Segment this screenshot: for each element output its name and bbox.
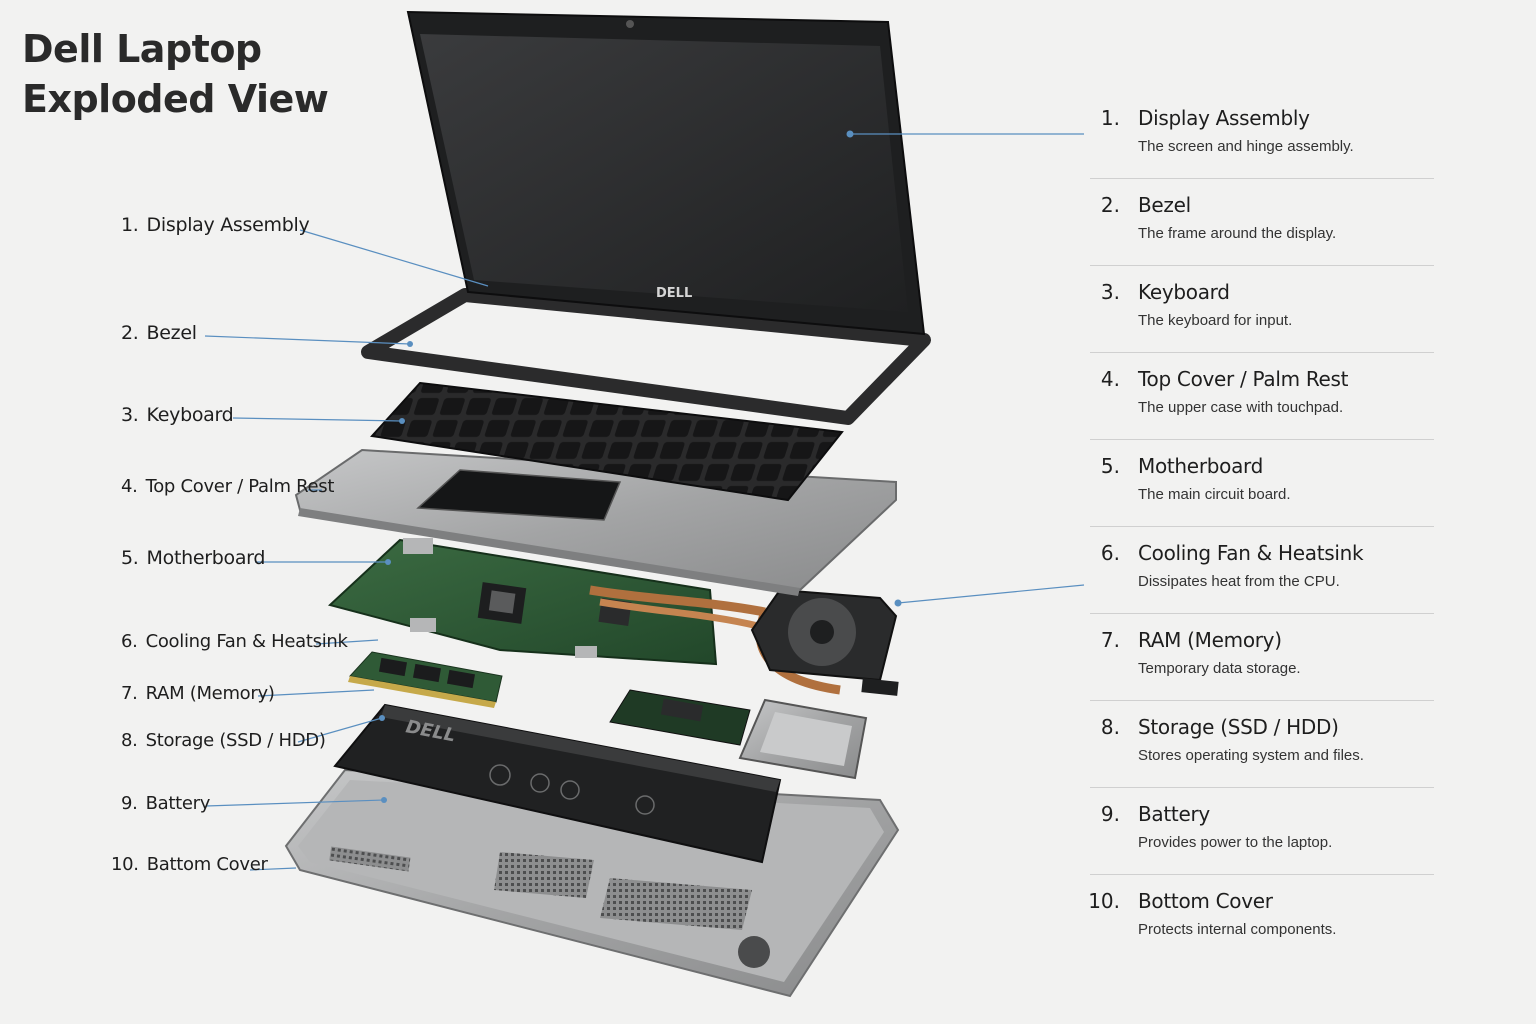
storage-ssd	[609, 689, 868, 780]
left-label-10: 10.Battom Cover	[111, 854, 268, 875]
left-label-2: 2.Bezel	[121, 322, 197, 344]
legend-title: Storage (SSD / HDD)	[1138, 715, 1339, 739]
left-label-3: 3.Keyboard	[121, 404, 234, 426]
left-label-5: 5.Motherboard	[121, 547, 266, 569]
ram-module	[348, 651, 503, 708]
legend-title: Display Assembly	[1138, 106, 1310, 130]
legend-number: 8.	[1100, 715, 1120, 739]
legend-number: 4.	[1100, 367, 1120, 391]
legend-description: Temporary data storage.	[1138, 660, 1301, 677]
left-label-8: 8.Storage (SSD / HDD)	[121, 730, 326, 751]
legend-description: Protects internal components.	[1138, 921, 1337, 938]
legend-item-7: 7. RAM (Memory) Temporary data storage.	[1090, 614, 1434, 701]
leader-line-6	[315, 639, 379, 645]
leader-lines	[204, 133, 1085, 871]
leader-line-2	[204, 335, 411, 345]
legend-description: Provides power to the laptop.	[1138, 834, 1333, 851]
legend-title: Top Cover / Palm Rest	[1138, 367, 1349, 391]
legend-description: The keyboard for input.	[1138, 312, 1293, 329]
title-line-1: Dell Laptop	[22, 27, 262, 71]
legend-number: 7.	[1100, 628, 1120, 652]
left-label-4: 4.Top Cover / Palm Rest	[121, 476, 335, 497]
leader-line-3	[232, 417, 403, 422]
legend-description: The frame around the display.	[1138, 225, 1337, 242]
legend-item-1: 1. Display Assembly The screen and hinge…	[1090, 92, 1434, 179]
title-line-2: Exploded View	[22, 77, 329, 121]
legend-item-5: 5. Motherboard The main circuit board.	[1090, 440, 1434, 527]
cooling-fan-heatsink	[589, 585, 899, 696]
bezel	[361, 288, 931, 425]
battery: DELL	[333, 703, 782, 864]
legend-title: Bezel	[1138, 193, 1191, 217]
leader-dots	[379, 130, 902, 803]
legend-description: Stores operating system and files.	[1138, 747, 1364, 764]
screen-dell-logo: DELL	[656, 286, 692, 301]
leader-line-right-6	[897, 584, 1085, 604]
legend-number: 2.	[1100, 193, 1120, 217]
legend-item-9: 9. Battery Provides power to the laptop.	[1090, 788, 1434, 875]
legend-item-6: 6. Cooling Fan & Heatsink Dissipates hea…	[1090, 527, 1434, 614]
legend-number: 6.	[1100, 541, 1120, 565]
leader-line-10	[249, 867, 297, 871]
left-label-9: 9.Battery	[121, 793, 211, 814]
legend-title: RAM (Memory)	[1138, 628, 1282, 652]
legend-title: Keyboard	[1138, 280, 1230, 304]
legend-item-4: 4. Top Cover / Palm Rest The upper case …	[1090, 353, 1434, 440]
motherboard	[327, 538, 718, 666]
legend-item-10: 10. Bottom Cover Protects internal compo…	[1088, 875, 1434, 961]
leader-line-9	[205, 799, 385, 807]
leader-line-7	[257, 689, 375, 697]
legend-description: Dissipates heat from the CPU.	[1138, 573, 1340, 590]
left-label-1: 1.Display Assembly	[121, 214, 310, 236]
legend-number: 3.	[1100, 280, 1120, 304]
keyboard	[370, 381, 844, 502]
legend-number: 10.	[1088, 889, 1120, 913]
legend-number: 9.	[1100, 802, 1120, 826]
legend-item-2: 2. Bezel The frame around the display.	[1090, 179, 1434, 266]
display-assembly: DELL	[406, 10, 926, 336]
left-label-7: 7.RAM (Memory)	[121, 683, 275, 704]
legend-description: The upper case with touchpad.	[1138, 399, 1344, 416]
legend-description: The main circuit board.	[1138, 486, 1291, 503]
legend-number: 1.	[1100, 106, 1120, 130]
legend-title: Motherboard	[1138, 454, 1263, 478]
legend-title: Bottom Cover	[1138, 889, 1273, 913]
legend-description: The screen and hinge assembly.	[1138, 138, 1354, 155]
leader-line-8	[297, 717, 383, 743]
page-title: Dell Laptop Exploded View	[22, 24, 329, 124]
component-legend: 1. Display Assembly The screen and hinge…	[1088, 92, 1434, 961]
legend-title: Battery	[1138, 802, 1210, 826]
left-label-6: 6.Cooling Fan & Heatsink	[121, 631, 348, 652]
legend-number: 5.	[1100, 454, 1120, 478]
legend-item-3: 3. Keyboard The keyboard for input.	[1090, 266, 1434, 353]
legend-item-8: 8. Storage (SSD / HDD) Stores operating …	[1090, 701, 1434, 788]
legend-title: Cooling Fan & Heatsink	[1138, 541, 1364, 565]
leader-line-1	[299, 229, 489, 287]
